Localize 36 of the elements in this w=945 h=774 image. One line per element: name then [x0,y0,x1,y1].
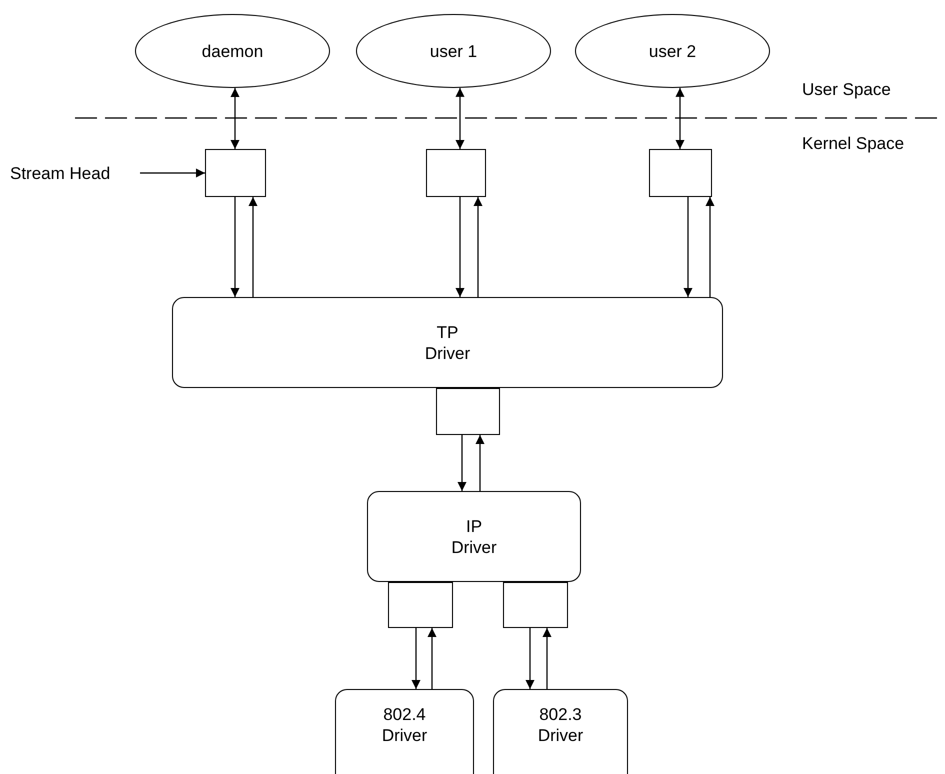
arrow [476,435,484,491]
arrow [248,197,258,297]
region-label: User Space [802,80,891,100]
node-label: daemon [202,40,264,62]
node-label: user 1 [430,40,478,62]
arrow [230,88,240,149]
arrow [458,435,466,491]
arrow [428,628,436,689]
arrow [474,197,482,297]
arrow [684,197,692,297]
node-label: user 2 [648,40,696,62]
arrow [456,197,464,297]
queue-box [426,149,486,197]
arrow [676,88,684,149]
queue-box [388,582,453,628]
driver-box [335,689,474,774]
node-label: IP Driver [450,516,498,558]
queue-box [436,388,500,435]
node-label: TP Driver [424,322,472,364]
arrow [412,628,420,689]
arrow [456,88,464,149]
node-label: 802.3 Driver [536,704,584,746]
queue-box [649,149,712,197]
arrow [230,197,240,297]
node-label: 802.4 Driver [380,704,428,746]
arrow [140,168,205,178]
driver-box [493,689,628,774]
arrow [542,628,552,689]
region-label: Kernel Space [802,134,904,154]
queue-box [503,582,568,628]
callout-text: Stream Head [10,162,110,184]
driver-box [367,491,581,582]
arrow [706,197,714,297]
queue-box [205,149,266,197]
arrow [526,628,534,689]
driver-box [172,297,723,388]
